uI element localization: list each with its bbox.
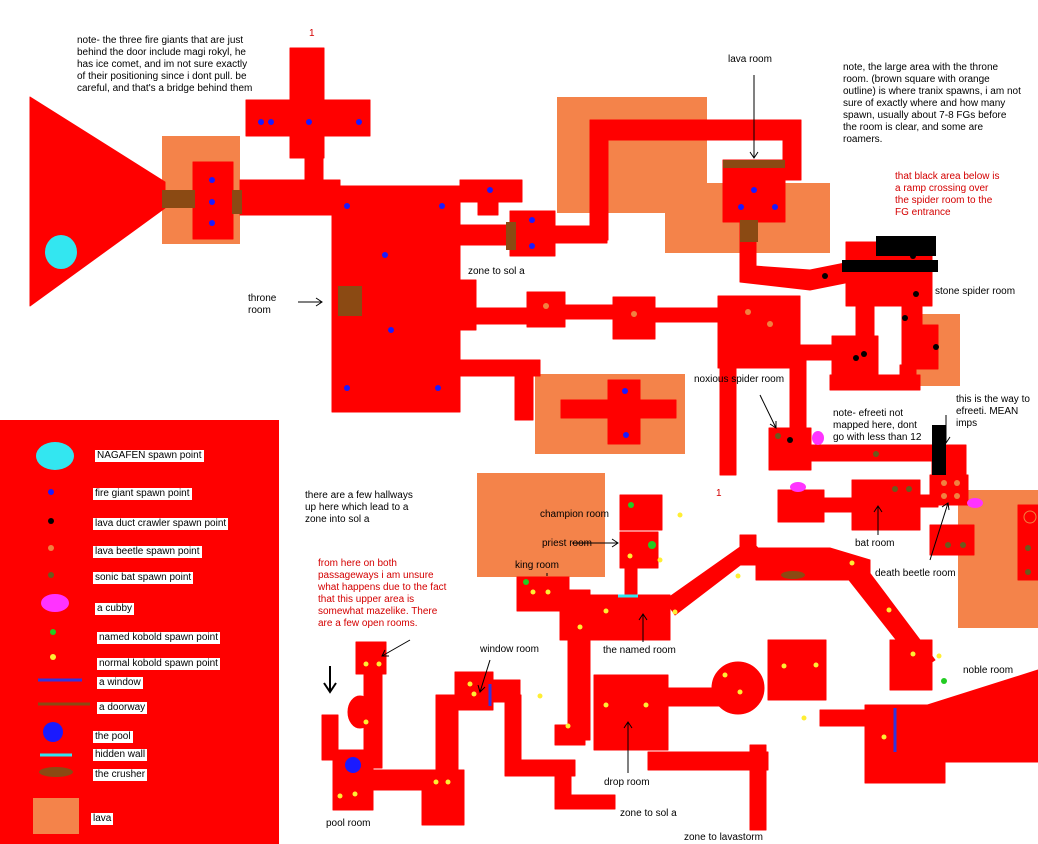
label-pool-room: pool room xyxy=(326,818,371,829)
pool xyxy=(345,757,361,773)
label-zone-sol-a-top: zone to sol a xyxy=(468,266,525,277)
legend-kobold: normal kobold spawn point xyxy=(97,658,220,670)
legend-beetle: lava beetle spawn point xyxy=(93,546,202,558)
label-stone-spider-room: stone spider room xyxy=(935,286,1016,297)
label-window-room: window room xyxy=(480,644,539,655)
label-champion-room: champion room xyxy=(540,509,609,520)
legend-icons xyxy=(33,442,90,834)
label-king-room: king room xyxy=(515,560,559,571)
beetle-spawns xyxy=(543,303,1037,524)
note-hallways: there are a few hallways up here which l… xyxy=(305,490,413,525)
note-way-to-efreeti: this is the way to efreeti. MEAN imps xyxy=(956,394,1030,429)
legend-doorway: a doorway xyxy=(97,702,148,714)
note-mazelike: from here on both passageways i am unsur… xyxy=(318,558,447,629)
label-lava-room: lava room xyxy=(728,54,772,65)
legend-cubby: a cubby xyxy=(95,603,135,615)
legend-hidden-wall: hidden wall xyxy=(93,749,148,761)
label-drop-room: drop room xyxy=(604,777,650,788)
legend-named-kobold: named kobold spawn point xyxy=(97,632,220,644)
black-ramp xyxy=(842,236,946,475)
label-bat-room: bat room xyxy=(855,538,895,549)
legend-lava: lava xyxy=(91,813,114,825)
note-efreeti-not-mapped: note- efreeti not mapped here, dont go w… xyxy=(833,408,922,443)
label-noxious-spider-room: noxious spider room xyxy=(694,374,785,385)
label-zone-sol-a-bottom: zone to sol a xyxy=(620,808,677,819)
label-zone-lavastorm: zone to lavastorm xyxy=(684,832,763,843)
note-black-area: that black area below is a ramp crossing… xyxy=(895,171,1000,218)
pointer-arrows xyxy=(298,75,951,773)
crawler-spawns xyxy=(787,253,939,443)
legend-crawler: lava duct crawler spawn point xyxy=(93,518,229,530)
nagafen-spawn xyxy=(45,235,77,269)
legend-fire-giant: fire giant spawn point xyxy=(93,488,192,500)
windows-hidden xyxy=(488,594,897,752)
legend-window: a window xyxy=(97,677,143,689)
fire-giant-spawns xyxy=(209,119,778,438)
label-throne-room: throne room xyxy=(248,293,277,316)
cubbies xyxy=(790,431,983,508)
note-fire-giants: note- the three fire giants that are jus… xyxy=(77,35,253,94)
marker-one-top: 1 xyxy=(309,28,315,39)
named-kobold-spawns xyxy=(523,502,947,684)
label-death-beetle-room: death beetle room xyxy=(875,568,956,579)
note-throne-area: note, the large area with the throne roo… xyxy=(843,62,1021,145)
bat-spawns xyxy=(775,433,1031,575)
legend-crusher: the crusher xyxy=(93,769,148,781)
legend-bat: sonic bat spawn point xyxy=(93,572,194,584)
legend-nagafen: NAGAFEN spawn point xyxy=(95,450,204,462)
label-the-named-room: the named room xyxy=(603,645,676,656)
legend-pool: the pool xyxy=(93,731,133,743)
doorways xyxy=(162,160,805,579)
kobold-spawns xyxy=(337,512,942,799)
label-priest-room: priest room xyxy=(542,538,593,549)
marker-one-mid: 1 xyxy=(716,488,722,499)
label-noble-room: noble room xyxy=(963,665,1014,676)
